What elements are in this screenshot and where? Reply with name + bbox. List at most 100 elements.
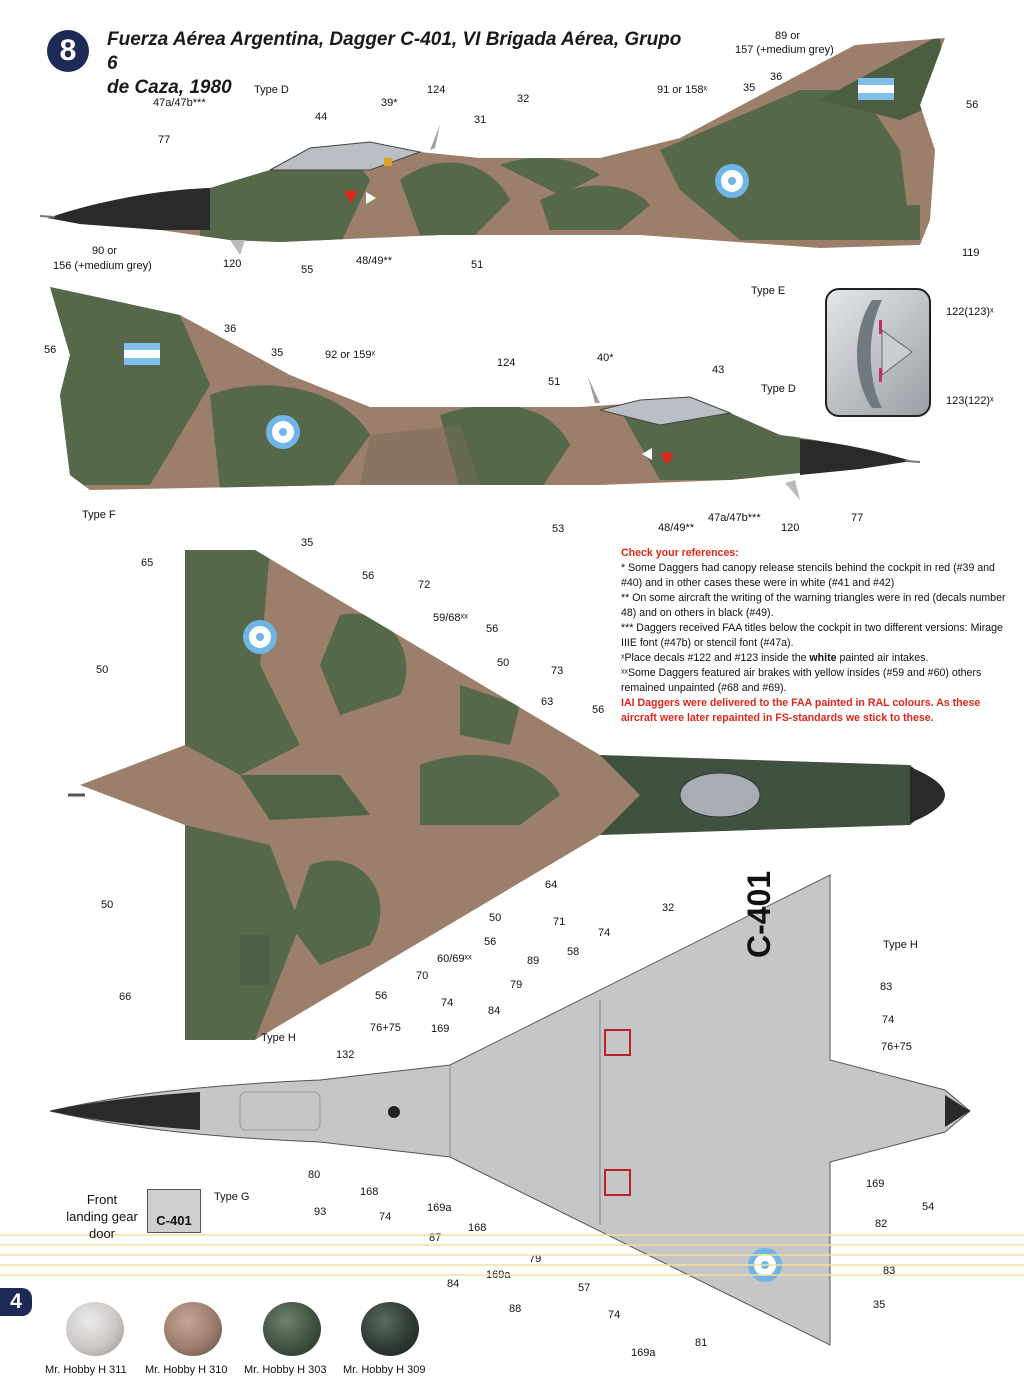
- bot-callout-168a: 168: [360, 1186, 379, 1198]
- title-line-1: Fuerza Aérea Argentina, Dagger C-401, VI…: [107, 29, 682, 74]
- paint-label-h310: Mr. Hobby H 310: [145, 1364, 228, 1376]
- top-callout-65: 65: [141, 557, 154, 569]
- bot-callout-32: 32: [662, 902, 675, 914]
- top-callout-56d: 56: [484, 936, 497, 948]
- callout-36: 36: [770, 71, 783, 83]
- note-4: ˣPlace decals #122 and #123 inside the w…: [621, 652, 929, 664]
- gear-door-panel: C-401: [147, 1189, 201, 1233]
- callout-156: 156 (+medium grey): [53, 260, 152, 272]
- top-callout-56c: 56: [592, 704, 605, 716]
- callout-36-b: 36: [224, 323, 237, 335]
- gear-door-type: Type G: [214, 1191, 250, 1203]
- title-line-2: de Caza, 1980: [107, 77, 232, 98]
- callout-44: 44: [315, 111, 328, 123]
- bot-callout-84b: 84: [447, 1278, 460, 1290]
- callout-120-b: 120: [781, 522, 800, 534]
- bot-callout-79b: 79: [529, 1253, 542, 1265]
- callout-32: 32: [517, 93, 530, 105]
- paint-swatch-h310: [164, 1302, 222, 1356]
- notes-heading: Check your references:: [621, 547, 739, 559]
- callout-91: 91 or 158ˣ: [657, 84, 708, 96]
- bot-callout-169a: 169: [431, 1023, 450, 1035]
- callout-89: 89 or: [775, 30, 801, 42]
- top-callout-71: 71: [553, 916, 566, 928]
- paint-swatch-h303: [263, 1302, 321, 1356]
- top-callout-59-68: 59/68ˣˣ: [433, 612, 468, 624]
- top-callout-56e: 56: [375, 990, 388, 1002]
- callout-53: 53: [552, 523, 565, 535]
- callout-35: 35: [743, 82, 756, 94]
- bottom-view: C-401: [49, 871, 971, 1346]
- callout-39: 39*: [381, 97, 398, 109]
- callout-43: 43: [712, 364, 725, 376]
- note-5: ˣˣSome Daggers featured air brakes with …: [621, 667, 982, 694]
- top-callout-66: 66: [119, 991, 132, 1003]
- top-callout-type-h: Type H: [261, 1032, 296, 1044]
- callout-56-b: 56: [44, 344, 57, 356]
- bot-callout-169e: 169a: [631, 1347, 656, 1359]
- bot-callout-93: 93: [314, 1206, 327, 1218]
- callout-48-49-b: 48/49**: [658, 522, 695, 534]
- callout-40: 40*: [597, 352, 614, 364]
- callout-35-b: 35: [271, 347, 284, 359]
- callout-124-b: 124: [497, 357, 516, 369]
- callout-47: 47a/47b***: [153, 97, 206, 109]
- callout-48-49: 48/49**: [356, 255, 393, 267]
- bot-callout-74d: 74: [379, 1211, 392, 1223]
- side-view-left-facing: [40, 38, 945, 255]
- bot-callout-79a: 79: [510, 979, 523, 991]
- bot-callout-74b: 74: [441, 997, 454, 1009]
- bot-callout-type-h: Type H: [883, 939, 918, 951]
- note-6: IAI Daggers were delivered to the FAA pa…: [621, 697, 981, 724]
- note-3: *** Daggers received FAA titles below th…: [621, 622, 1003, 649]
- reference-notes: Check your references: * Some Daggers ha…: [621, 546, 1016, 726]
- callout-type-e: Type E: [751, 285, 786, 297]
- bottom-serial: C-401: [741, 871, 777, 958]
- note-2: ** On some aircraft the writing of the w…: [621, 592, 1006, 619]
- note-1: * Some Daggers had canopy release stenci…: [621, 562, 995, 589]
- paint-swatch-h309: [361, 1302, 419, 1356]
- bot-callout-83b: 83: [883, 1265, 896, 1277]
- top-callout-70: 70: [416, 970, 429, 982]
- bot-callout-132: 132: [336, 1049, 355, 1061]
- callout-90: 90 or: [92, 245, 118, 257]
- bot-callout-54: 54: [922, 1201, 935, 1213]
- bot-callout-76-75b: 76+75: [881, 1041, 912, 1053]
- profile-title: Fuerza Aérea Argentina, Dagger C-401, VI…: [107, 28, 687, 100]
- paint-label-h311: Mr. Hobby H 311: [45, 1364, 127, 1376]
- side-view-right-facing: [50, 287, 920, 500]
- top-callout-60-69: 60/69ˣˣ: [437, 953, 472, 965]
- callout-124: 124: [427, 84, 446, 96]
- callout-47-b: 47a/47b***: [708, 512, 761, 524]
- top-callout-73: 73: [551, 665, 564, 677]
- gear-door-serial: C-401: [156, 1213, 192, 1228]
- top-callout-50b: 50: [497, 657, 510, 669]
- page-lines-decoration: [0, 1234, 1024, 1276]
- bot-callout-82: 82: [875, 1218, 888, 1230]
- top-callout-50c: 50: [101, 899, 114, 911]
- bot-callout-35: 35: [873, 1299, 886, 1311]
- callout-55: 55: [301, 264, 314, 276]
- callout-157: 157 (+medium grey): [735, 44, 834, 56]
- callout-31: 31: [474, 114, 487, 126]
- bot-callout-81: 81: [695, 1337, 708, 1349]
- callout-92: 92 or 159ˣ: [325, 349, 376, 361]
- callout-type-f: Type F: [82, 509, 116, 521]
- bot-callout-89: 89: [527, 955, 540, 967]
- bot-callout-58: 58: [567, 946, 580, 958]
- callout-51: 51: [471, 259, 484, 271]
- callout-77: 77: [158, 134, 171, 146]
- top-callout-64: 64: [545, 879, 558, 891]
- paint-label-h309: Mr. Hobby H 309: [343, 1364, 426, 1376]
- page-number-tab: 4: [0, 1288, 32, 1316]
- callout-type-d-b: Type D: [761, 383, 796, 395]
- paint-swatch-h311: [66, 1302, 124, 1356]
- top-callout-50d: 50: [489, 912, 502, 924]
- bot-callout-83a: 83: [880, 981, 893, 993]
- bot-callout-76-75a: 76+75: [370, 1022, 401, 1034]
- bot-callout-74c: 74: [882, 1014, 895, 1026]
- bot-callout-74a: 74: [598, 927, 611, 939]
- bot-callout-74e: 74: [608, 1309, 621, 1321]
- bot-callout-80: 80: [308, 1169, 321, 1181]
- bot-callout-57: 57: [578, 1282, 591, 1294]
